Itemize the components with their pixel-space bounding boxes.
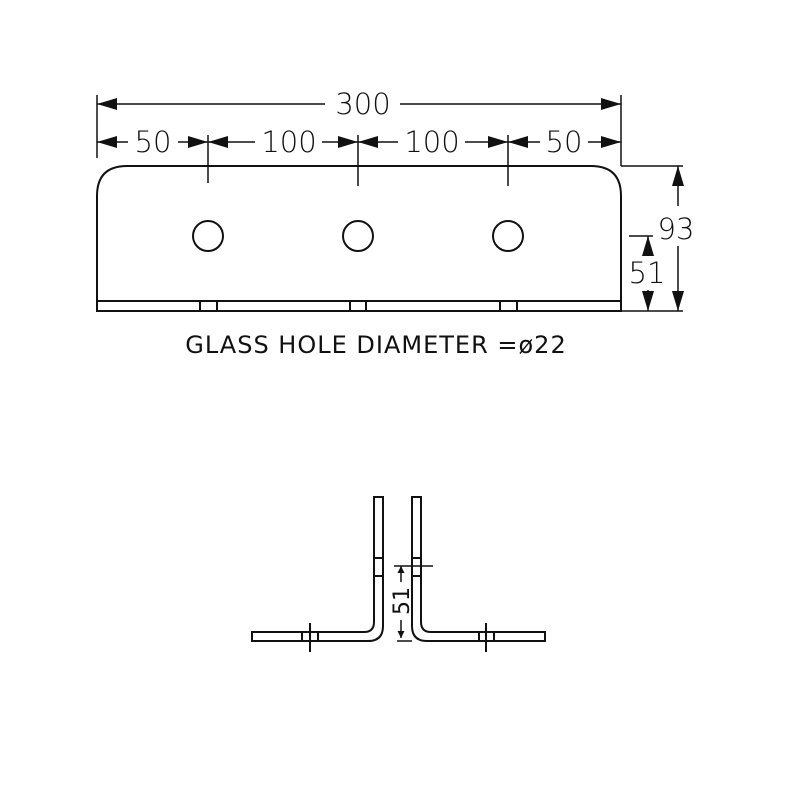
segment-3: 100 [404,125,459,159]
dimension-300: 300 [97,87,621,121]
svg-text:300: 300 [335,87,390,121]
svg-text:51: 51 [629,256,666,290]
dimension-93: 93 [658,166,695,311]
glass-hole-1 [192,220,224,252]
front-view: 300 50 100 100 50 93 [96,87,695,359]
svg-text:93: 93 [658,212,695,246]
segment-4: 50 [546,125,583,159]
left-bracket [251,496,384,642]
dimension-segments: 50 100 100 50 [97,125,621,159]
bottom-slots [199,301,518,311]
side-dimension-51: 51 [390,566,415,642]
glass-hole-3 [492,220,524,252]
right-bracket [411,496,546,642]
glass-hole-note: GLASS HOLE DIAMETER =ø22 [185,331,566,359]
svg-text:51: 51 [390,587,415,615]
dimension-51: 51 [629,236,666,311]
side-view: 51 [251,496,546,652]
segment-2: 100 [261,125,316,159]
plate-outline [96,165,622,312]
glass-hole-2 [342,220,374,252]
segment-1: 50 [135,125,172,159]
